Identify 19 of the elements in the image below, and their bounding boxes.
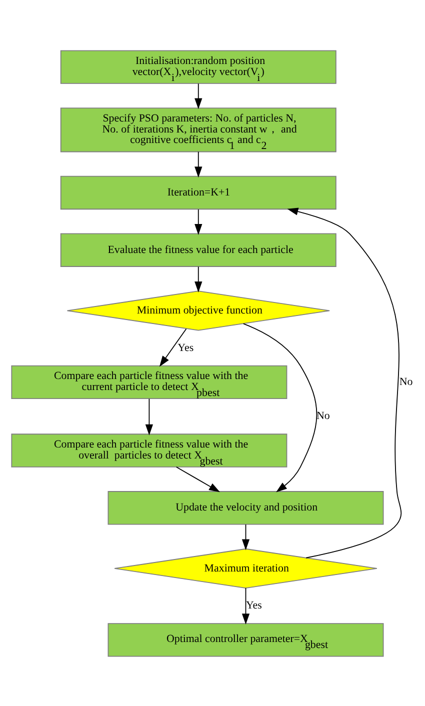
- arrow: [242, 524, 250, 550]
- arrow: [145, 398, 154, 435]
- edge-label: No: [399, 376, 413, 388]
- arrow: [194, 208, 202, 234]
- node-diamond: Maximum iteration: [114, 548, 378, 588]
- edge-label: Yes: [178, 341, 194, 354]
- arrow: [194, 266, 202, 292]
- arrow: [287, 207, 402, 558]
- arrow: [176, 466, 220, 492]
- arrow: [159, 328, 187, 366]
- arrow: [242, 587, 250, 624]
- arrow: [194, 82, 202, 109]
- node-box: Iteration=K+1: [60, 175, 336, 210]
- arrow: [242, 322, 318, 492]
- node-diamond: Minimum objective function: [66, 290, 330, 330]
- arrow: [194, 150, 202, 178]
- node-box: Update the velocity and position: [108, 490, 384, 524]
- edge-label: Yes: [246, 599, 262, 612]
- node-box: Evaluate the fitness value for each particle: [60, 232, 336, 266]
